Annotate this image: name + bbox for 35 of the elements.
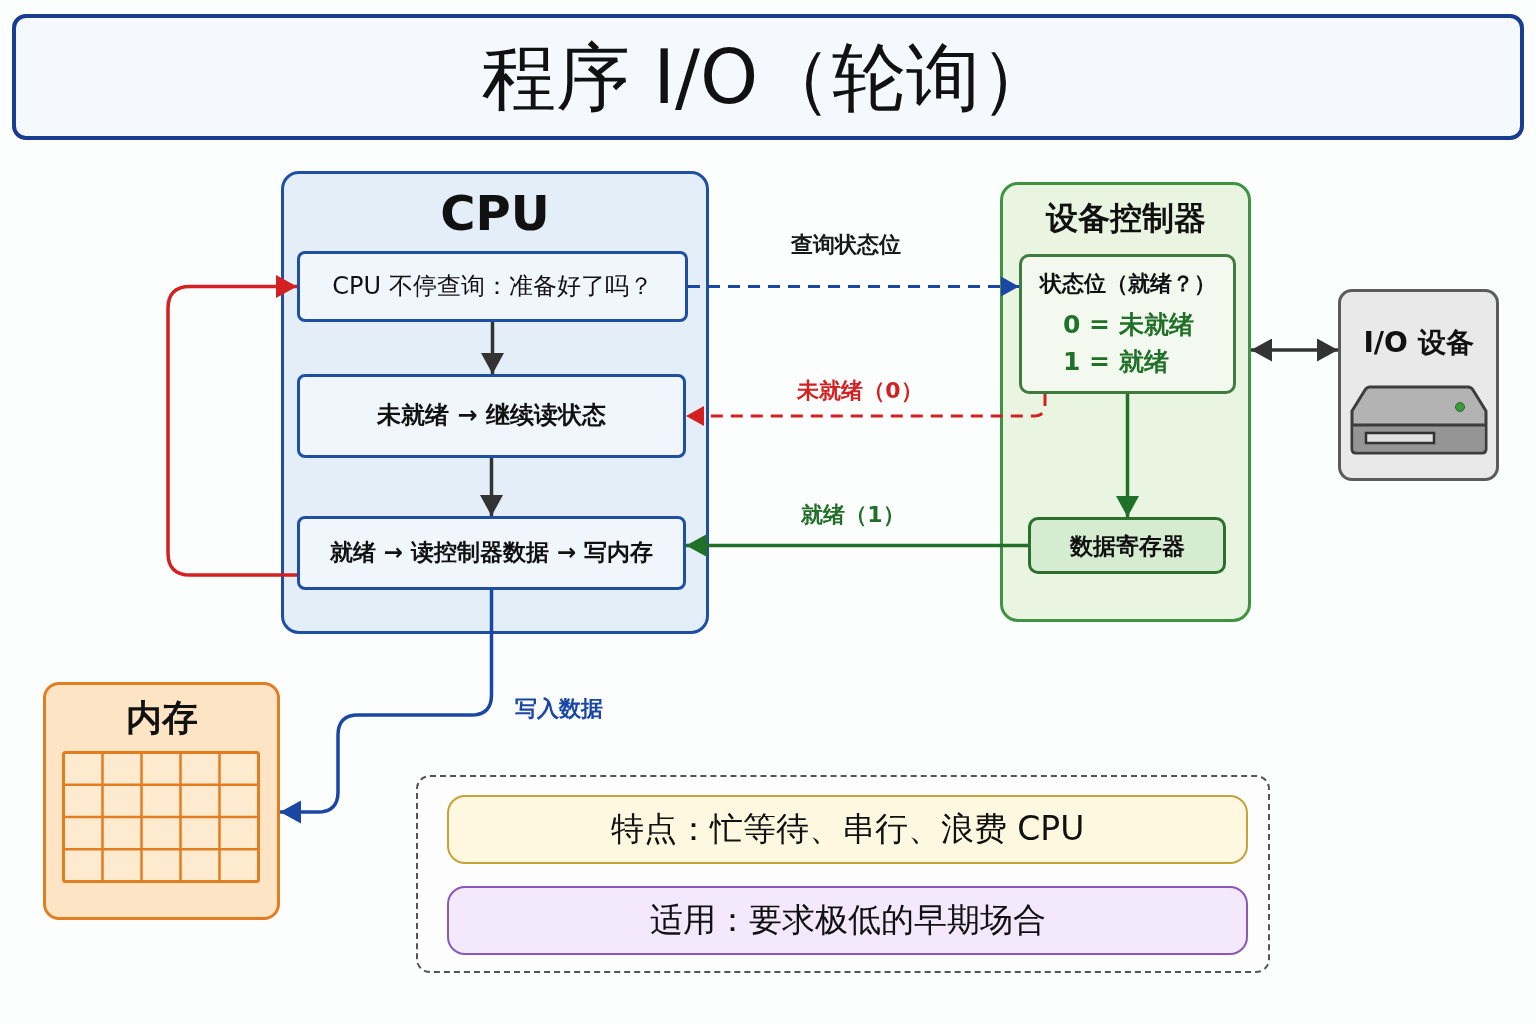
panel-heading: CPU	[440, 185, 550, 241]
arrow	[686, 534, 1028, 557]
process-box	[297, 516, 686, 590]
group-panel	[1000, 182, 1251, 622]
box-heading: 内存	[125, 696, 198, 738]
box-text: 数据寄存器	[1069, 532, 1185, 559]
arrow	[280, 590, 494, 824]
box-text: 未就绪 → 继续读状态	[377, 401, 606, 429]
note-box	[447, 886, 1248, 955]
double-arrow	[1251, 338, 1338, 362]
note-text: 适用：要求极低的早期场合	[649, 900, 1046, 940]
group-panel	[281, 171, 709, 634]
memory-box	[43, 682, 280, 920]
arrow	[1116, 394, 1139, 517]
box-text: 0 = 未就绪	[1063, 310, 1194, 340]
process-box	[297, 374, 686, 458]
dashed-frame	[416, 775, 1270, 973]
box-heading: 状态位（就绪？）	[1039, 271, 1216, 297]
box-text: CPU 不停查询：准备好了吗？	[332, 272, 653, 300]
box-text: 1 = 就绪	[1063, 347, 1169, 377]
panel-heading: 设备控制器	[1045, 199, 1206, 237]
box-heading: I/O 设备	[1363, 325, 1474, 359]
box-text: 就绪 → 读控制器数据 → 写内存	[329, 538, 654, 565]
note-text: 特点：忙等待、串行、浪费 CPU	[610, 809, 1085, 849]
arrow	[481, 322, 504, 374]
dashed-arrow	[688, 276, 1019, 297]
arrow	[166, 275, 297, 577]
device-box	[1338, 289, 1499, 481]
process-box	[297, 251, 688, 322]
register-box	[1028, 517, 1226, 574]
status-box	[1019, 254, 1236, 394]
title: 程序 I/O（轮询）	[481, 32, 1055, 122]
dashed-arrow	[686, 394, 1047, 426]
arrow	[480, 458, 503, 516]
note-box	[447, 795, 1248, 864]
